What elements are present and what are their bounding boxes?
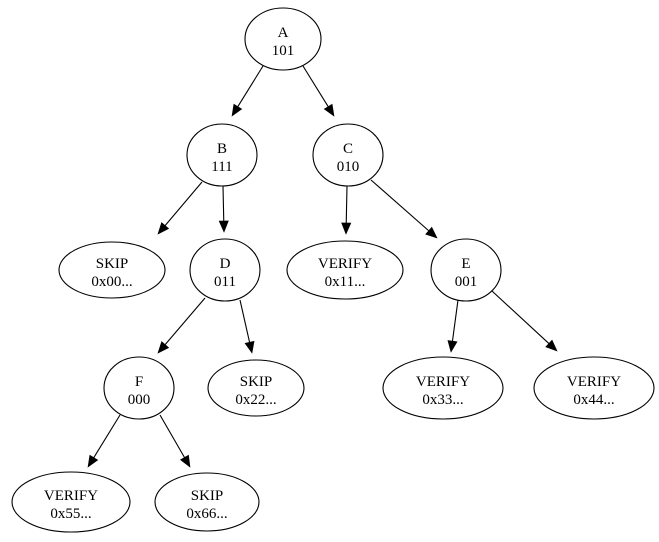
- node-label-primary: F: [135, 374, 143, 390]
- edge-c-to-e: [370, 179, 438, 239]
- edge-line: [451, 299, 459, 343]
- nodes-layer: A101B111C010SKIP0x00...D011VERIFY0x11...…: [11, 7, 655, 533]
- node-s0[interactable]: SKIP 0x00...: [58, 241, 166, 299]
- arrowhead-icon: [87, 454, 99, 468]
- node-label-secondary: 0x55...: [50, 506, 91, 522]
- node-label-primary: B: [217, 141, 227, 157]
- edge-a-to-c: [302, 65, 335, 117]
- arrowhead-icon: [425, 226, 438, 239]
- node-label-secondary: 001: [455, 274, 478, 290]
- edge-line: [163, 181, 203, 228]
- node-c[interactable]: C 010: [312, 123, 384, 187]
- node-label-primary: D: [220, 256, 231, 272]
- node-label-primary: VERIFY: [318, 256, 372, 272]
- node-ellipse[interactable]: [58, 241, 166, 299]
- node-circle[interactable]: [244, 7, 322, 71]
- edge-line: [302, 65, 330, 109]
- arrowhead-icon: [341, 222, 352, 235]
- node-v4[interactable]: VERIFY 0x44...: [533, 356, 655, 420]
- arrowhead-icon: [545, 339, 558, 352]
- node-label-primary: SKIP: [240, 374, 273, 390]
- node-label-primary: SKIP: [96, 256, 129, 272]
- edge-line: [239, 299, 251, 344]
- arrowhead-icon: [231, 103, 243, 117]
- node-label-secondary: 010: [337, 159, 360, 175]
- node-e[interactable]: E 001: [430, 238, 502, 302]
- edge-d-to-s2: [239, 299, 255, 354]
- edge-f-to-v5: [87, 414, 121, 468]
- node-label-secondary: 0x11...: [325, 274, 366, 290]
- arrowhead-icon: [218, 220, 229, 233]
- node-label-secondary: 011: [214, 274, 236, 290]
- arrowhead-icon: [323, 103, 335, 117]
- node-label-primary: E: [461, 256, 470, 272]
- edge-line: [345, 185, 348, 225]
- arrowhead-icon: [179, 454, 191, 468]
- arrowhead-icon: [157, 222, 170, 235]
- arrowhead-icon: [157, 341, 170, 354]
- edge-line: [491, 290, 551, 345]
- edge-line: [92, 414, 121, 460]
- edges-layer: [87, 65, 558, 468]
- node-label-secondary: 0x33...: [422, 392, 463, 408]
- edge-line: [370, 179, 431, 233]
- node-b[interactable]: B 111: [186, 123, 258, 187]
- arrowhead-icon: [447, 340, 458, 353]
- node-ellipse[interactable]: [286, 240, 404, 300]
- node-label-secondary: 0x00...: [91, 274, 132, 290]
- node-label-secondary: 111: [211, 159, 232, 175]
- node-v1[interactable]: VERIFY 0x11...: [286, 240, 404, 300]
- node-label-primary: VERIFY: [44, 488, 98, 504]
- edge-line: [159, 414, 186, 460]
- node-s2[interactable]: SKIP 0x22...: [207, 359, 305, 417]
- edge-line: [222, 185, 225, 223]
- node-s6[interactable]: SKIP 0x66...: [154, 472, 260, 532]
- node-ellipse[interactable]: [382, 356, 504, 420]
- edge-c-to-v1: [341, 185, 352, 235]
- edge-e-to-v4: [491, 290, 558, 352]
- node-label-secondary: 000: [128, 392, 151, 408]
- node-ellipse[interactable]: [154, 472, 260, 532]
- edge-b-to-d: [218, 185, 229, 233]
- node-ellipse[interactable]: [533, 356, 655, 420]
- node-v3[interactable]: VERIFY 0x33...: [382, 356, 504, 420]
- node-circle[interactable]: [189, 238, 261, 302]
- edge-a-to-b: [231, 65, 264, 117]
- node-label-primary: SKIP: [191, 488, 224, 504]
- node-circle[interactable]: [312, 123, 384, 187]
- node-circle[interactable]: [430, 238, 502, 302]
- node-label-secondary: 0x44...: [573, 392, 614, 408]
- node-label-primary: A: [278, 25, 289, 41]
- edge-d-to-f: [157, 297, 206, 354]
- edge-line: [236, 65, 264, 109]
- node-label-secondary: 101: [272, 43, 295, 59]
- node-d[interactable]: D 011: [189, 238, 261, 302]
- node-ellipse[interactable]: [11, 471, 131, 533]
- edge-line: [163, 297, 206, 347]
- node-label-secondary: 0x22...: [235, 392, 276, 408]
- edge-b-to-s0: [157, 181, 203, 235]
- node-circle[interactable]: [103, 356, 175, 420]
- node-a[interactable]: A 101: [244, 7, 322, 71]
- node-v5[interactable]: VERIFY 0x55...: [11, 471, 131, 533]
- edge-f-to-s6: [159, 414, 191, 468]
- node-label-primary: VERIFY: [416, 374, 470, 390]
- node-label-primary: C: [343, 141, 353, 157]
- node-f[interactable]: F 000: [103, 356, 175, 420]
- node-label-primary: VERIFY: [567, 374, 621, 390]
- node-label-secondary: 0x66...: [186, 506, 227, 522]
- arrowhead-icon: [244, 340, 255, 354]
- edge-e-to-v3: [447, 299, 459, 353]
- node-circle[interactable]: [186, 123, 258, 187]
- node-ellipse[interactable]: [207, 359, 305, 417]
